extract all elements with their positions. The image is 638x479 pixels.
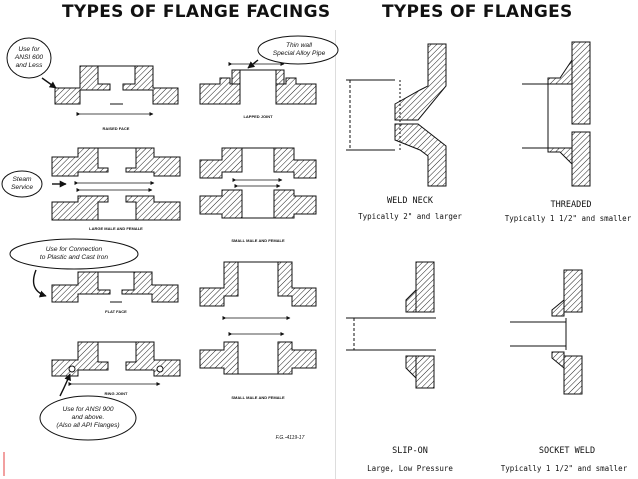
slip-on-drawing xyxy=(346,261,436,389)
facing-label-small-male-female-1: SMALL MALE AND FEMALE xyxy=(231,238,285,243)
note-bubbles xyxy=(1,35,339,441)
facing-label-flat-face: FLAT FACE xyxy=(105,309,127,314)
flange-name-slip-on: SLIP-ON xyxy=(392,446,428,456)
large-male-female-drawing xyxy=(51,147,181,221)
flange-note-socket-weld: Typically 1 1/2" and smaller xyxy=(500,464,628,473)
note-steam: Steam Service xyxy=(11,176,33,191)
raised-face-drawing xyxy=(54,65,179,116)
threaded-drawing xyxy=(522,41,591,187)
weld-neck-drawing xyxy=(346,43,447,187)
facing-label-raised-face: RAISED FACE xyxy=(102,126,130,131)
facing-label-large-male-female: LARGE MALE AND FEMALE xyxy=(89,226,143,231)
socket-weld-drawing xyxy=(510,269,583,395)
lapped-joint-drawing xyxy=(199,62,317,105)
flanges-title: TYPES OF FLANGES xyxy=(382,2,573,22)
flange-name-socket-weld: SOCKET WELD xyxy=(538,446,596,456)
small-male-female-bottom-drawing xyxy=(199,261,317,375)
flange-name-threaded: THREADED xyxy=(550,200,592,210)
note-thin-wall: Thin wall Special Alloy Pipe xyxy=(272,42,326,57)
figure-reference: F.G.-4119-17 xyxy=(275,435,305,441)
facing-label-lapped-joint: LAPPED JOINT xyxy=(243,114,273,119)
small-male-female-top-drawing xyxy=(199,147,317,219)
note-plastic: Use for Connection to Plastic and Cast I… xyxy=(39,246,109,261)
flange-note-slip-on: Large, Low Pressure xyxy=(367,464,453,473)
callout-arrows xyxy=(32,59,259,397)
facings-title: TYPES OF FLANGE FACINGS xyxy=(62,2,331,22)
flange-note-threaded: Typically 1 1/2" and smaller xyxy=(504,214,632,223)
note-ansi600: Use for ANSI 600 and Less xyxy=(14,46,44,69)
note-ansi900: Use for ANSI 900 and above. (Also all AP… xyxy=(56,406,120,429)
ring-joint-drawing xyxy=(51,341,181,386)
flange-note-weld-neck: Typically 2" and larger xyxy=(358,212,462,221)
panel-divider xyxy=(335,30,336,479)
flat-face-drawing xyxy=(51,271,179,303)
flange-name-weld-neck: WELD NECK xyxy=(386,196,434,206)
red-edge-mark xyxy=(3,452,5,476)
facing-label-ring-joint: RING JOINT xyxy=(104,391,128,396)
facing-label-small-male-female-2: SMALL MALE AND FEMALE xyxy=(231,395,285,400)
